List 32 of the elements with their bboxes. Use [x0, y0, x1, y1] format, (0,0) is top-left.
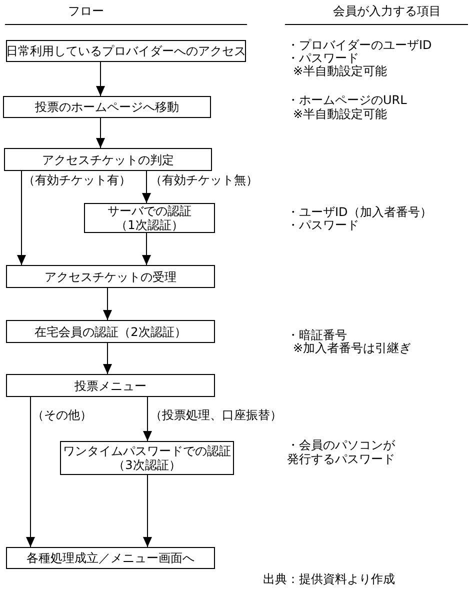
arrow [17, 170, 26, 266]
arrow [103, 342, 112, 374]
arrow [96, 118, 105, 148]
list-item: ・パスワード [287, 51, 359, 65]
arrow [142, 170, 151, 204]
column-heading: フロー [68, 4, 104, 18]
process-box: 各種処理成立／メニュー画面へ [6, 547, 215, 569]
process-box: アクセスチケットの判定 [4, 148, 212, 171]
arrow [142, 232, 151, 266]
column-heading: 会員が入力する項目 [333, 4, 441, 18]
arrow [103, 288, 112, 320]
list-item: ・パスワード [287, 218, 359, 232]
process-box: アクセスチケットの受理 [6, 265, 215, 288]
arrow [96, 62, 105, 96]
note-text: ※半自動設定可能 [293, 107, 388, 121]
caption: 出典：提供資料より作成 [263, 572, 395, 586]
process-box: 在宅会員の認証（2次認証） [6, 320, 215, 343]
list-item: ・会員のパソコンが発行するパスワード [287, 438, 396, 466]
process-box: 日常利用しているプロバイダーへのアクセス [6, 40, 246, 62]
arrow [143, 474, 152, 548]
process-box: 投票のホームページへ移動 [3, 96, 211, 118]
note-text: ※加入者番号は引継ぎ [293, 341, 412, 355]
list-item: ・ホームページのURL [287, 93, 407, 107]
process-box: サーバでの認証（1次認証） [84, 203, 215, 233]
arrow [26, 396, 35, 548]
list-item: ・暗証番号 [287, 328, 347, 342]
arrow [143, 396, 152, 442]
list-item: ・ユーザID（加入者番号） [287, 205, 432, 219]
note-text: ※半自動設定可能 [293, 64, 388, 78]
process-box: 投票メニュー [6, 374, 215, 397]
list-item: ・プロバイダーのユーザID [287, 38, 432, 52]
process-box: ワンタイムパスワードでの認証（3次認証） [60, 441, 234, 475]
